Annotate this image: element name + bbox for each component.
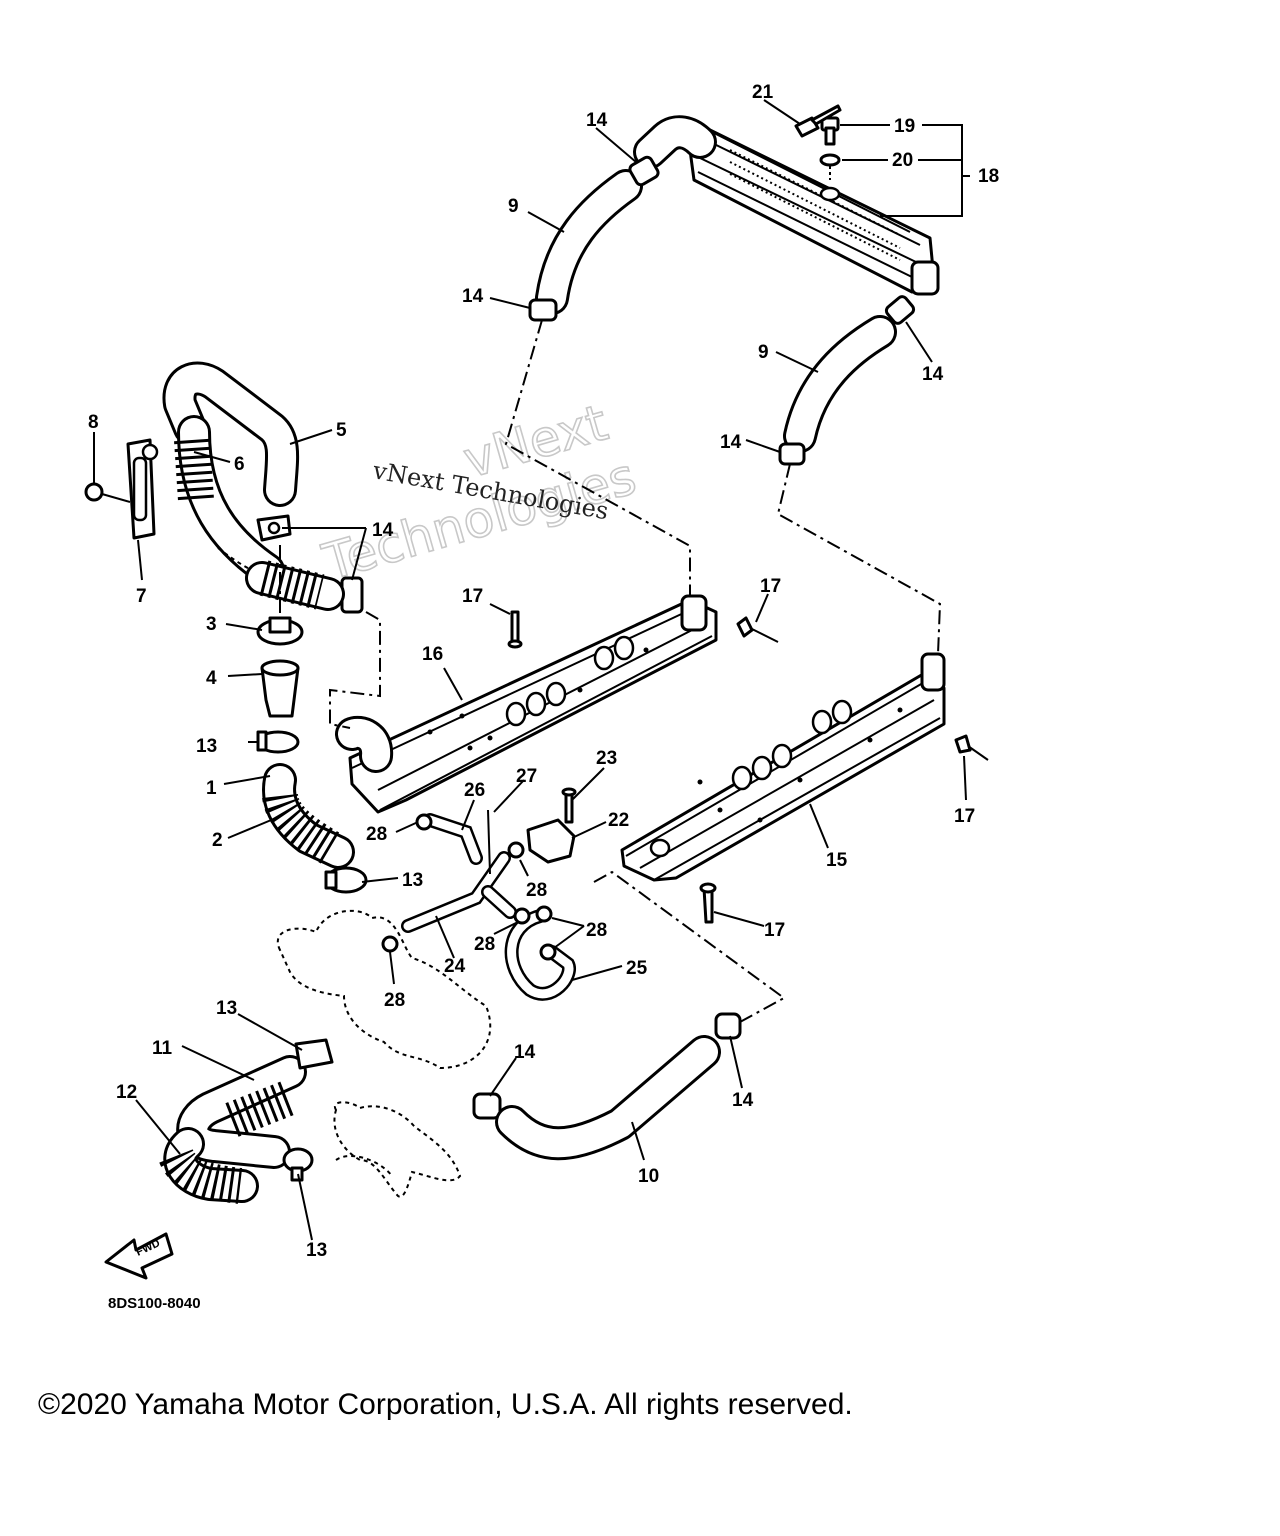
hose-12 [159, 1127, 259, 1204]
hose-bellows-end [245, 560, 345, 611]
route-line-left-bracket [329, 611, 381, 729]
tube-27 [487, 809, 491, 875]
callout-22: 22 [608, 810, 629, 831]
hose-24 [401, 851, 517, 933]
callout-19: 19 [894, 116, 915, 137]
callout-14-e: 14 [372, 520, 394, 541]
clamp-13-d [282, 1147, 314, 1182]
hose-5 [162, 361, 300, 507]
hose-9-upper [535, 169, 643, 315]
callout-11: 11 [152, 1038, 173, 1059]
rail-16 [335, 594, 718, 814]
rivet-17-c [954, 734, 989, 761]
exhaust-outline [333, 1101, 462, 1198]
callout-26: 26 [464, 780, 485, 801]
callout-numbers: 1 2 3 4 5 6 7 8 9 9 10 11 12 13 13 13 13… [88, 82, 999, 1261]
callout-15: 15 [826, 850, 848, 871]
clamp-14-a [628, 155, 660, 187]
callout-17-d: 17 [764, 920, 785, 941]
rail-15 [620, 652, 946, 882]
clamps-28 [381, 813, 557, 961]
callout-4: 4 [206, 668, 217, 689]
exhaust-inner [335, 1155, 393, 1177]
clamp-14-e [256, 514, 292, 542]
callout-9-b: 9 [758, 342, 769, 363]
callout-14-c: 14 [922, 364, 944, 385]
rivet-17-b [736, 616, 779, 643]
callout-13-c: 13 [216, 998, 237, 1019]
callout-28-d: 28 [586, 920, 607, 941]
hose-1 [262, 763, 355, 869]
callout-23: 23 [596, 748, 617, 769]
bracket-7 [126, 438, 159, 540]
callout-12: 12 [116, 1082, 137, 1103]
callout-25: 25 [626, 958, 648, 979]
thermostat-4 [260, 659, 300, 718]
callout-28-e: 28 [384, 990, 405, 1011]
copyright-notice: ©2020 Yamaha Motor Corporation, U.S.A. A… [38, 1388, 853, 1421]
callout-8: 8 [88, 412, 99, 433]
clamp-14-b [528, 298, 558, 322]
callout-2: 2 [212, 830, 223, 851]
callout-6: 6 [234, 454, 245, 475]
forward-arrow-icon: FWD [104, 1232, 174, 1280]
route-line-upper-right [776, 463, 942, 655]
thermostat-cover-3 [256, 616, 304, 646]
callout-10: 10 [638, 1166, 659, 1187]
callout-1: 1 [206, 778, 217, 799]
clamp-13-b [324, 866, 368, 894]
clamp-13-a [256, 730, 300, 754]
rivet-17-d [699, 882, 717, 924]
callout-20: 20 [892, 150, 913, 171]
callout-14-a: 14 [586, 110, 608, 131]
hose-10 [495, 1035, 721, 1161]
hose-25 [504, 909, 576, 1001]
bolt-8 [84, 482, 131, 503]
diagram-code: 8DS100-8040 [108, 1295, 201, 1312]
callout-14-b: 14 [462, 286, 484, 307]
callout-16: 16 [422, 644, 443, 665]
route-line-upper-left [504, 319, 691, 596]
clamp-14-h [714, 1012, 742, 1040]
callout-17-c: 17 [954, 806, 975, 827]
callout-13-b: 13 [402, 870, 423, 891]
bolt-19 [820, 116, 840, 146]
callout-28-a: 28 [366, 824, 387, 845]
callout-14-d: 14 [720, 432, 742, 453]
clamp-14-c [884, 295, 916, 325]
callout-5: 5 [336, 420, 347, 441]
clamp-13-c [294, 1038, 334, 1070]
callout-9-a: 9 [508, 196, 519, 217]
callout-7: 7 [136, 586, 147, 607]
rivet-17-a [507, 610, 523, 649]
hose-26 [423, 813, 483, 865]
callout-21: 21 [752, 82, 774, 103]
callout-14-g: 14 [732, 1090, 754, 1111]
clamp-14-g [472, 1092, 502, 1120]
screw-23 [561, 787, 577, 824]
leader-lines [93, 99, 970, 1241]
heat-exchanger [633, 115, 940, 296]
callout-3: 3 [206, 614, 217, 635]
callout-14-f: 14 [514, 1042, 536, 1063]
hose-11 [176, 1055, 307, 1169]
callout-17-b: 17 [760, 576, 781, 597]
callout-24: 24 [444, 956, 466, 977]
callout-28-b: 28 [526, 880, 547, 901]
hose-9-lower [783, 315, 897, 453]
rivet-21 [794, 104, 842, 138]
route-line-lower [593, 870, 786, 1023]
callout-13-d: 13 [306, 1240, 327, 1261]
clamp-14-d [778, 442, 806, 466]
washer-20 [819, 153, 841, 167]
engine-outline [276, 909, 492, 1070]
callout-13-a: 13 [196, 736, 217, 757]
callout-27: 27 [516, 766, 537, 787]
callout-17-a: 17 [462, 586, 483, 607]
callout-18: 18 [978, 166, 999, 187]
callout-28-c: 28 [474, 934, 495, 955]
clamp-14-f [340, 576, 364, 614]
fitting-22 [526, 818, 576, 864]
